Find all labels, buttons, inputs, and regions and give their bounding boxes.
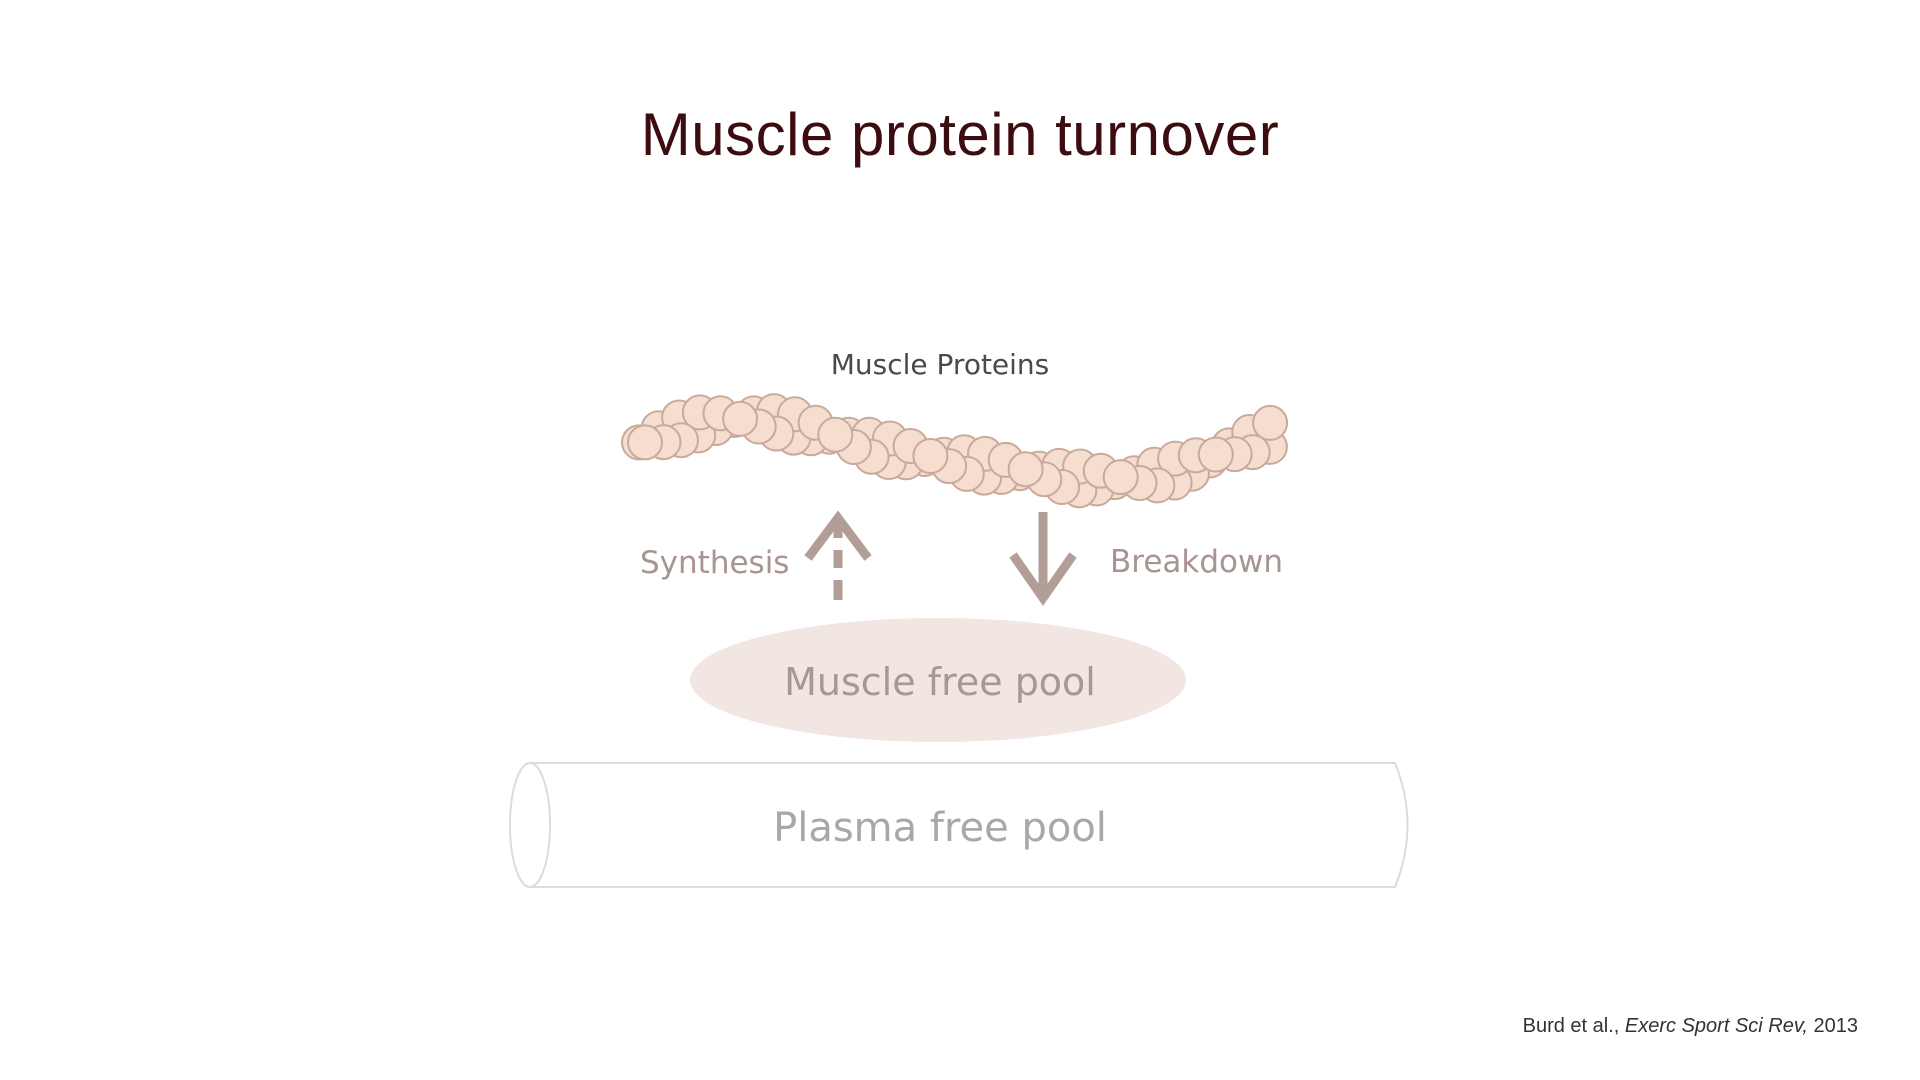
- muscle-proteins-label: Muscle Proteins: [830, 348, 1050, 381]
- protein-bead: [817, 416, 854, 453]
- muscle-protein-chain: [621, 393, 1289, 509]
- citation-year: 2013: [1813, 1015, 1859, 1037]
- protein-bead: [1007, 451, 1044, 488]
- slide-title: Muscle protein turnover: [640, 101, 1280, 168]
- citation-authors: Burd et al.: [1522, 1015, 1614, 1037]
- citation-separator: ,: [1613, 1015, 1620, 1037]
- protein-bead: [912, 438, 949, 474]
- protein-bead: [1197, 436, 1234, 473]
- breakdown-label: Breakdown: [1110, 544, 1283, 580]
- protein-bead: [1102, 459, 1139, 496]
- synthesis-label: Synthesis: [640, 545, 790, 581]
- synthesis-arrow-icon: [804, 510, 872, 600]
- citation: Burd et al., Exerc Sport Sci Rev, 2013: [1523, 1015, 1858, 1038]
- plasma-free-pool-label: Plasma free pool: [773, 805, 1107, 851]
- protein-bead: [1252, 404, 1289, 441]
- citation-journal: Exerc Sport Sci Rev,: [1624, 1015, 1808, 1037]
- muscle-free-pool-label: Muscle free pool: [784, 660, 1096, 704]
- breakdown-arrow-icon: [1009, 512, 1077, 606]
- protein-bead: [627, 424, 663, 461]
- protein-bead: [722, 400, 759, 437]
- plasma-free-pool-cylinder: [509, 762, 1409, 888]
- muscle-free-pool-ellipse: [690, 618, 1186, 742]
